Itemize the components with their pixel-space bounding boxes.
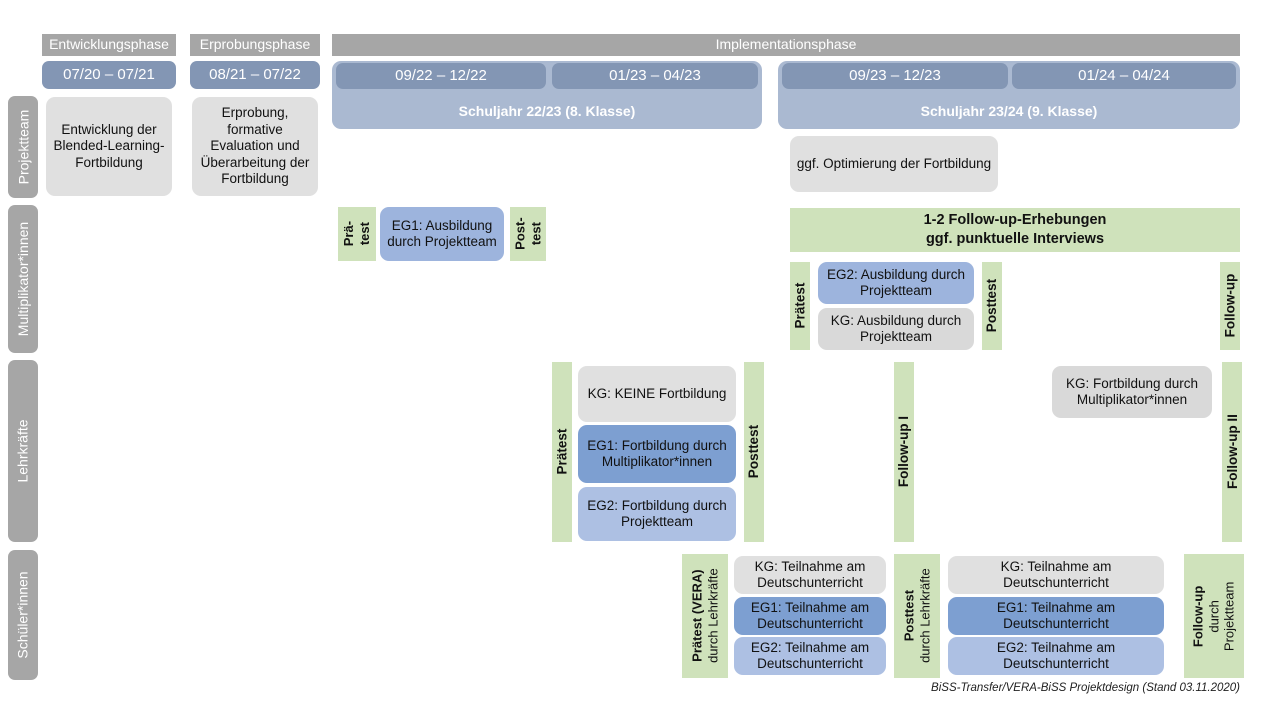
multiplikatoren-posttest-short-strip: Post- test	[510, 207, 546, 261]
multiplikatoren-eg2-box: EG2: Ausbildung durch Projektteam	[818, 262, 974, 304]
multiplikatoren-praetest-text: Prätest	[792, 283, 808, 329]
row-label-schuelerinnen-text: Schüler*innen	[15, 571, 32, 659]
row-label-projektteam: Projektteam	[8, 96, 38, 198]
lehrkraefte-followup2-text: Follow-up II	[1224, 414, 1240, 490]
lehrkraefte-praetest-text: Prätest	[554, 429, 570, 475]
period-09-23-12-23: 09/23 – 12/23	[782, 63, 1008, 89]
lehrkraefte-followup2-strip: Follow-up II	[1222, 362, 1242, 542]
lehrkraefte-eg2-box: EG2: Fortbildung durch Projektteam	[578, 487, 736, 541]
schueler-eg1-box-2: EG1: Teilnahme am Deutschunterricht	[948, 597, 1164, 635]
phase-header-erprobungsphase: Erprobungsphase	[190, 34, 320, 56]
lehrkraefte-eg1-box: EG1: Fortbildung durch Multiplikator*inn…	[578, 425, 736, 483]
schueler-kg-box-2: KG: Teilnahme am Deutschunterricht	[948, 556, 1164, 594]
period-01-24-04-24: 01/24 – 04/24	[1012, 63, 1236, 89]
schueler-kg-box-1: KG: Teilnahme am Deutschunterricht	[734, 556, 886, 594]
lehrkraefte-followup1-text: Follow-up I	[896, 416, 912, 488]
projektteam-entwicklung-box: Entwicklung der Blended-Learning-Fortbil…	[46, 97, 172, 196]
period-01-23-04-23: 01/23 – 04/23	[552, 63, 758, 89]
followup-banner-line2: ggf. punktuelle Interviews	[925, 231, 1105, 247]
phase-header-entwicklungsphase: Entwicklungsphase	[42, 34, 176, 56]
row-label-multiplikatorinnen: Multiplikator*innen	[8, 205, 38, 353]
multiplikatoren-kg-box: KG: Ausbildung durch Projektteam	[818, 308, 974, 350]
schueler-praetest-line2: durch Lehrkräfte	[705, 568, 721, 664]
schueler-eg1-box-1: EG1: Teilnahme am Deutschunterricht	[734, 597, 886, 635]
multiplikatoren-eg1-box: EG1: Ausbildung durch Projektteam	[380, 207, 504, 261]
multiplikatoren-praetest-short-text: Prä- test	[341, 221, 372, 246]
lehrkraefte-followup1-strip: Follow-up I	[894, 362, 914, 542]
followup-banner-line1: 1-2 Follow-up-Erhebungen	[923, 212, 1107, 229]
schueler-posttest-line2: durch Lehrkräfte	[917, 568, 933, 664]
row-label-projektteam-text: Projektteam	[15, 109, 32, 185]
schueler-praetest-line1: Prätest (VERA)	[689, 569, 705, 663]
schueler-followup-strip: Follow-up durch Projektteam	[1184, 554, 1244, 678]
schueler-posttest-text: Posttest durch Lehrkräfte	[901, 569, 932, 664]
projektteam-optimierung-box: ggf. Optimierung der Fortbildung	[790, 136, 998, 192]
multiplikatoren-posttest-strip: Posttest	[982, 262, 1002, 350]
multiplikatoren-posttest-text: Posttest	[984, 279, 1000, 333]
multiplikatoren-followup-strip: Follow-up	[1220, 262, 1240, 350]
phase-header-implementationsphase: Implementationsphase	[332, 34, 1240, 56]
lehrkraefte-kg-keine-box: KG: KEINE Fortbildung	[578, 366, 736, 422]
schueler-eg2-box-1: EG2: Teilnahme am Deutschunterricht	[734, 637, 886, 675]
row-label-multiplikatorinnen-text: Multiplikator*innen	[15, 221, 31, 337]
schueler-followup-line1: Follow-up	[1190, 585, 1206, 647]
multiplikatoren-posttest-short-text: Post- test	[512, 218, 543, 251]
schueler-posttest-strip: Posttest durch Lehrkräfte	[894, 554, 940, 678]
row-label-lehrkraefte-text: Lehrkräfte	[15, 419, 32, 483]
lehrkraefte-posttest-strip: Posttest	[744, 362, 764, 542]
posttest-short-line2: test	[528, 222, 543, 246]
praetest-short-line2: test	[356, 222, 372, 246]
multiplikatoren-followup-banner: 1-2 Follow-up-Erhebungen ggf. punktuelle…	[790, 208, 1240, 252]
multiplikatoren-followup-text: Follow-up	[1222, 274, 1238, 338]
multiplikatoren-praetest-strip: Prätest	[790, 262, 810, 350]
projektteam-erprobung-box: Erprobung, formative Evaluation und Über…	[192, 97, 318, 196]
lehrkraefte-posttest-text: Posttest	[746, 425, 762, 479]
school-year-2324-label: Schuljahr 23/24 (9. Klasse)	[920, 103, 1098, 119]
schueler-followup-line2: durch	[1206, 599, 1222, 633]
footnote: BiSS-Transfer/VERA-BiSS Projektdesign (S…	[931, 682, 1240, 694]
posttest-short-line1: Post-	[512, 217, 528, 251]
row-label-lehrkraefte: Lehrkräfte	[8, 360, 38, 542]
multiplikatoren-praetest-short-strip: Prä- test	[338, 207, 376, 261]
praetest-short-line1: Prä-	[341, 221, 357, 247]
school-year-2223-label: Schuljahr 22/23 (8. Klasse)	[458, 103, 636, 119]
lehrkraefte-praetest-strip: Prätest	[552, 362, 572, 542]
schueler-posttest-line1: Posttest	[901, 590, 917, 642]
schueler-praetest-strip: Prätest (VERA) durch Lehrkräfte	[682, 554, 728, 678]
period-07-20-07-21: 07/20 – 07/21	[42, 61, 176, 89]
schueler-eg2-box-2: EG2: Teilnahme am Deutschunterricht	[948, 637, 1164, 675]
row-label-schuelerinnen: Schüler*innen	[8, 550, 38, 680]
period-08-21-07-22: 08/21 – 07/22	[190, 61, 320, 89]
period-09-22-12-22: 09/22 – 12/22	[336, 63, 546, 89]
schueler-followup-line3: Projektteam	[1221, 581, 1237, 651]
lehrkraefte-kg-fortbildung-box: KG: Fortbildung durch Multiplikator*inne…	[1052, 366, 1212, 418]
schueler-praetest-text: Prätest (VERA) durch Lehrkräfte	[689, 569, 720, 664]
schueler-followup-text: Follow-up durch Projektteam	[1191, 581, 1238, 650]
